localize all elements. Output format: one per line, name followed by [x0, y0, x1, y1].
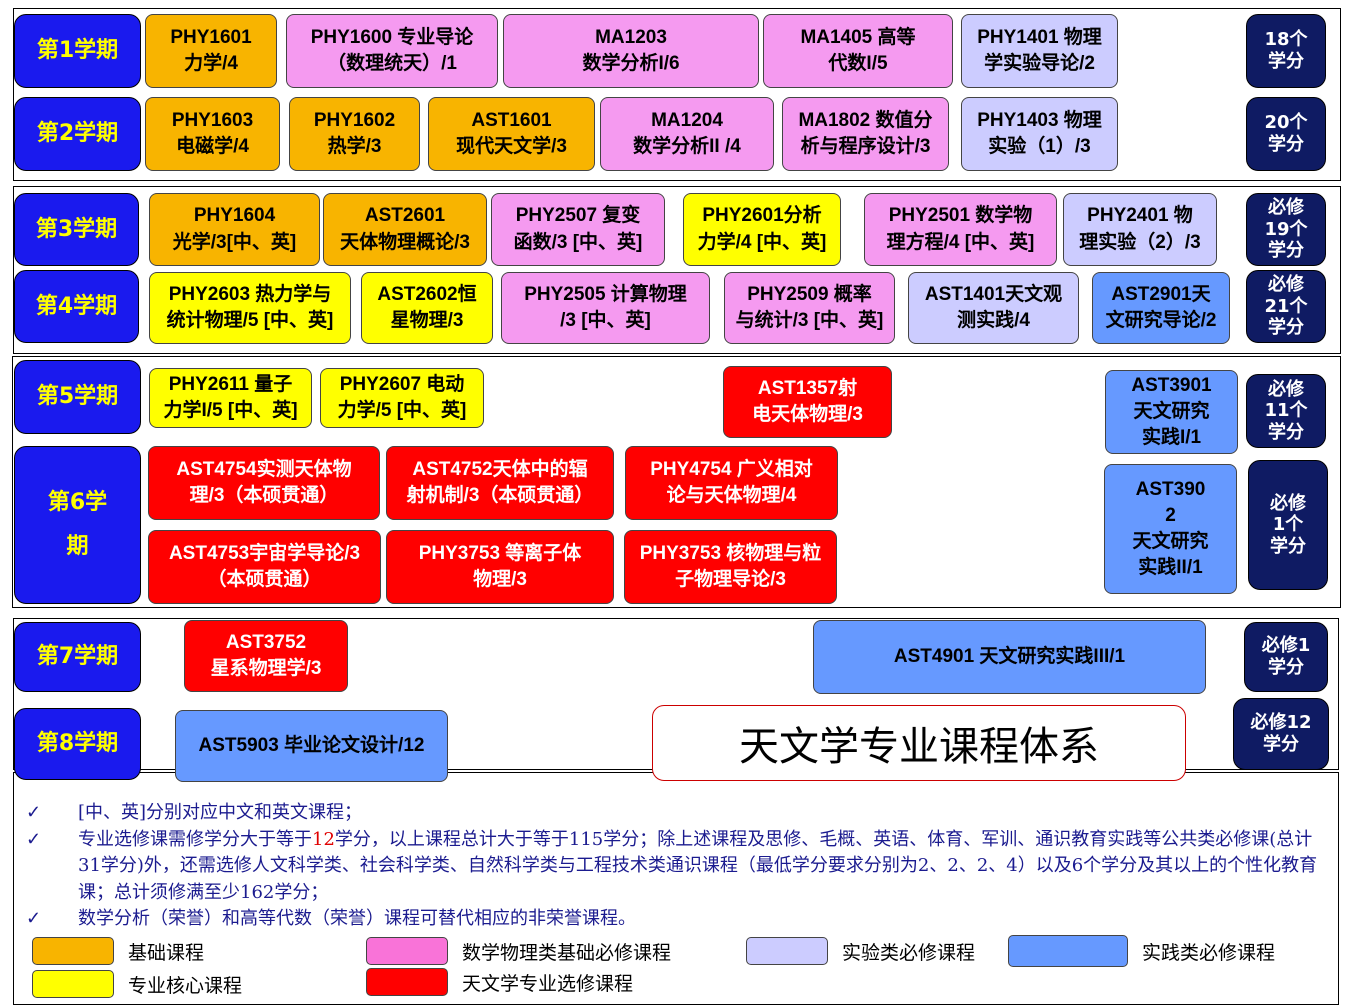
page-title: 天文学专业课程体系 [652, 705, 1186, 781]
notes: ✓ [中、英]分别对应中文和英文课程； ✓ 专业选修课需修学分大于等于12学分，… [16, 800, 1332, 933]
legend-elec: 天文学专业选修课程 [366, 968, 633, 996]
course-phy2509: PHY2509 概率 与统计/3 [中、英] [724, 272, 895, 344]
course-ma1802: MA1802 数值分 析与程序设计/3 [782, 97, 949, 171]
check-icon: ✓ [26, 802, 42, 823]
course-phy4754: PHY4754 广义相对 论与天体物理/4 [625, 446, 838, 520]
course-ast2901: AST2901天 文研究导论/2 [1092, 272, 1230, 344]
course-phy3753-plasma: PHY3753 等离子体 物理/3 [386, 530, 614, 604]
course-ma1203: MA1203 数学分析I/6 [503, 14, 759, 88]
check-icon: ✓ [26, 828, 42, 850]
note-1: ✓ [中、英]分别对应中文和英文课程； [16, 800, 1332, 827]
course-phy1604: PHY1604 光学/3[中、英] [149, 193, 320, 266]
legend-lab-swatch [746, 937, 828, 965]
course-phy2505: PHY2505 计算物理 /3 [中、英] [501, 272, 710, 344]
note-2: ✓ 专业选修课需修学分大于等于12学分，以上课程总计大于等于115学分；除上述课… [26, 828, 1318, 903]
legend-math-swatch [366, 937, 448, 965]
course-ast4754: AST4754实测天体物 理/3（本硕贯通） [148, 446, 380, 520]
legend-lab: 实验类必修课程 [746, 937, 975, 965]
course-ast3902: AST390 2 天文研究 实践II/1 [1104, 464, 1237, 594]
course-ast4752: AST4752天体中的辐 射机制/3（本硕贯通） [386, 446, 614, 520]
course-ast1601: AST1601 现代天文学/3 [428, 97, 595, 171]
legend-core-swatch [32, 970, 114, 998]
course-ast1401: AST1401天文观 测实践/4 [908, 272, 1079, 344]
semester-4-label: 第4学期 [14, 270, 139, 343]
course-phy2507: PHY2507 复变 函数/3 [中、英] [491, 193, 665, 266]
course-phy1602: PHY1602 热学/3 [289, 97, 420, 171]
semester-5-credits: 必修 11个 学分 [1246, 374, 1326, 448]
course-ast3752: AST3752 星系物理学/3 [184, 620, 348, 692]
semester-8-credits: 必修12 学分 [1233, 698, 1329, 770]
course-ast4753: AST4753宇宙学导论/3 （本硕贯通） [148, 530, 381, 604]
semester-6-credits: 必修 1个 学分 [1248, 460, 1328, 590]
legend-core: 专业核心课程 [32, 970, 242, 998]
semester-3-credits: 必修 19个 学分 [1246, 193, 1326, 266]
course-phy1601: PHY1601 力学/4 [145, 14, 277, 88]
course-phy3753-nuclear: PHY3753 核物理与粒 子物理导论/3 [624, 530, 837, 604]
course-phy2611: PHY2611 量子 力学I/5 [中、英] [149, 368, 312, 428]
course-ast1357: AST1357射 电天体物理/3 [723, 366, 892, 438]
legend-math: 数学物理类基础必修课程 [366, 937, 671, 965]
course-phy2601: PHY2601分析 力学/4 [中、英] [683, 193, 841, 266]
course-phy2501: PHY2501 数学物 理方程/4 [中、英] [864, 193, 1057, 266]
course-ma1405: MA1405 高等 代数I/5 [763, 14, 953, 88]
note-3: ✓ 数学分析（荣誉）和高等代数（荣誉）课程可替代相应的非荣誉课程。 [16, 906, 1332, 933]
semester-1-credits: 18个 学分 [1246, 14, 1326, 88]
semester-2-label: 第2学期 [14, 97, 141, 171]
semester-3-label: 第3学期 [14, 193, 139, 266]
legend-base-swatch [32, 937, 114, 965]
course-ma1204: MA1204 数学分析II /4 [600, 97, 774, 171]
course-ast4901: AST4901 天文研究实践III/1 [813, 620, 1206, 694]
semester-8-label: 第8学期 [14, 708, 141, 780]
legend-base: 基础课程 [32, 937, 204, 965]
course-ast2601: AST2601 天体物理概论/3 [323, 193, 487, 266]
semester-7-label: 第7学期 [14, 622, 141, 692]
legend-prac: 实践类必修课程 [1008, 935, 1275, 967]
course-phy2401: PHY2401 物 理实验（2）/3 [1063, 193, 1217, 266]
semester-5-label: 第5学期 [14, 360, 141, 434]
semester-2-credits: 20个 学分 [1246, 97, 1326, 171]
semester-7-credits: 必修1 学分 [1244, 622, 1328, 692]
course-phy1600: PHY1600 专业导论 （数理统天）/1 [286, 14, 498, 88]
semester-4-credits: 必修 21个 学分 [1246, 270, 1326, 343]
course-ast2602: AST2602恒 星物理/3 [361, 272, 493, 344]
course-phy1403: PHY1403 物理 实验（1）/3 [961, 97, 1118, 171]
course-ast5903: AST5903 毕业论文设计/12 [175, 710, 448, 782]
course-ast3901: AST3901 天文研究 实践I/1 [1105, 370, 1238, 454]
legend-elec-swatch [366, 968, 448, 996]
semester-1-label: 第1学期 [14, 14, 141, 88]
legend-prac-swatch [1008, 935, 1128, 967]
course-phy2603: PHY2603 热力学与 统计物理/5 [中、英] [149, 272, 351, 344]
course-phy1603: PHY1603 电磁学/4 [145, 97, 280, 171]
course-phy1401: PHY1401 物理 学实验导论/2 [961, 14, 1118, 88]
semester-6-label: 第6学 期 [14, 446, 141, 604]
course-phy2607: PHY2607 电动 力学/5 [中、英] [320, 368, 484, 428]
check-icon: ✓ [26, 908, 42, 929]
